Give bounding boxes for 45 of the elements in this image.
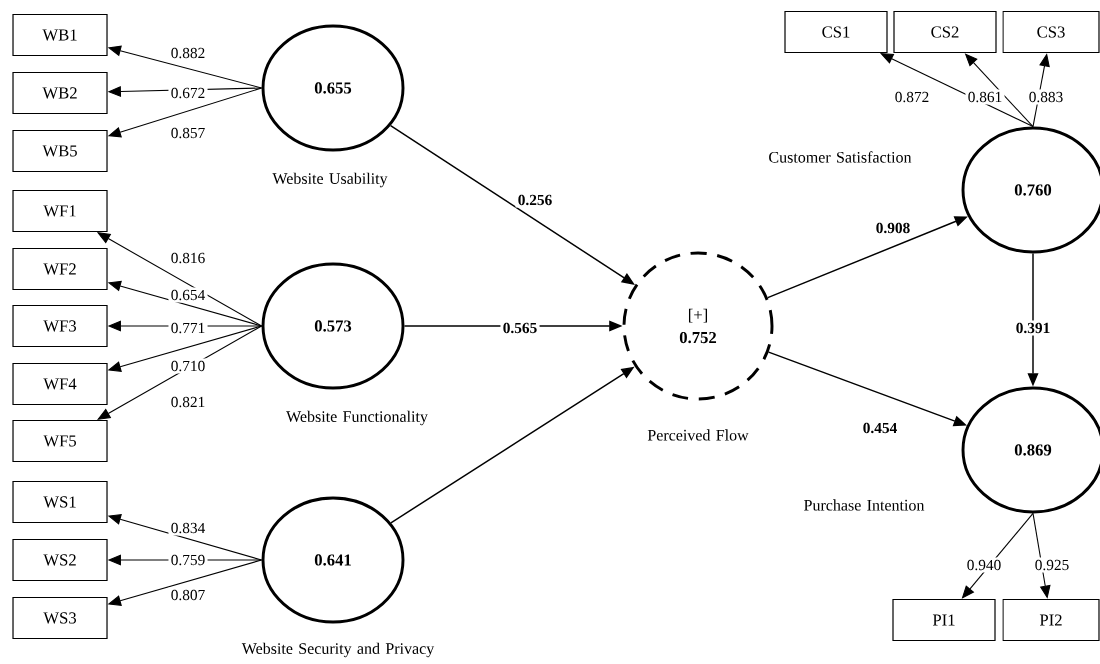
edge-label: 0.771: [168, 320, 208, 336]
indicator-box: WF3: [12, 304, 108, 348]
arrow: [389, 124, 635, 285]
indicator-box: WS3: [12, 596, 108, 640]
construct-label: Customer Satisfaction: [769, 151, 912, 163]
edge-label: 0.940: [964, 557, 1004, 573]
edge-label: 0.882: [168, 45, 208, 61]
indicator-box: CS3: [1002, 10, 1100, 54]
indicator-box: WS1: [12, 480, 108, 524]
edge-label: 0.759: [168, 552, 208, 568]
construct-label: Website Security and Privacy: [241, 642, 435, 658]
edge-label: 0.925: [1032, 557, 1072, 573]
edge-label: 0.710: [168, 358, 208, 374]
edge-label: 0.883: [1026, 89, 1066, 105]
edge-label: 0.256: [515, 192, 555, 208]
indicator-box: PI1: [892, 598, 996, 642]
indicator-box: CS2: [893, 10, 997, 54]
indicator-box: WF1: [12, 189, 108, 233]
edge-label: 0.672: [168, 85, 208, 101]
edge-label: 0.565: [500, 320, 540, 336]
indicator-box: WB2: [12, 71, 108, 115]
arrow: [1032, 53, 1050, 128]
edge-label: 0.861: [965, 89, 1005, 105]
edge-label: 0.872: [892, 89, 932, 105]
edge-label: 0.857: [168, 125, 208, 141]
edge-label: 0.807: [168, 587, 208, 603]
edge-label: 0.816: [168, 250, 208, 266]
indicator-box: WB5: [12, 129, 108, 173]
edge-label: 0.908: [873, 220, 913, 236]
indicator-box: WS2: [12, 538, 108, 582]
construct-label: Purchase Intention: [804, 499, 925, 511]
edge-label: 0.454: [860, 420, 900, 436]
construct-label: Perceived Flow: [647, 429, 749, 441]
edge-label: 0.821: [168, 394, 208, 410]
edge-label: 0.391: [1013, 320, 1053, 336]
indicator-box: WB1: [12, 13, 108, 57]
edge-label: 0.834: [168, 520, 208, 536]
indicator-box: WF4: [12, 362, 108, 406]
indicator-box: WF5: [12, 419, 108, 463]
construct-label: Website Usability: [272, 172, 388, 188]
indicator-box: PI2: [1002, 598, 1100, 642]
indicator-box: CS1: [784, 10, 888, 54]
edge-label: 0.654: [168, 287, 208, 303]
indicator-box: WF2: [12, 247, 108, 291]
construct-label: Website Functionality: [286, 410, 428, 426]
